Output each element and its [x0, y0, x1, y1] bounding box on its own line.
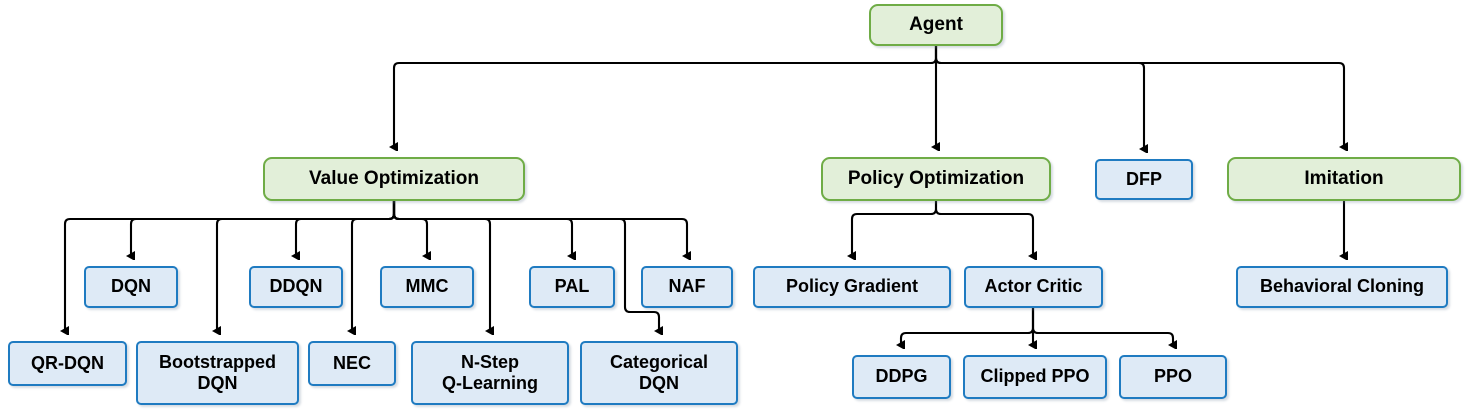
- node-policy-optimization[interactable]: Policy Optimization: [821, 157, 1051, 201]
- node-label-categorical-dqn: Categorical DQN: [609, 351, 709, 393]
- node-label-behavioral-cloning: Behavioral Cloning: [1259, 276, 1425, 297]
- node-imitation[interactable]: Imitation: [1227, 157, 1461, 201]
- edge-policy-optimization-actor-critic: [934, 201, 1033, 256]
- node-label-ddqn: DDQN: [269, 276, 323, 297]
- edge-value-optimization-mmc: [392, 201, 427, 256]
- node-label-naf: NAF: [668, 276, 706, 297]
- edge-value-optimization-ddqn: [296, 201, 396, 256]
- node-label-dqn: DQN: [111, 276, 151, 297]
- edge-agent-imitation: [934, 46, 1344, 147]
- edge-value-optimization-dqn: [131, 201, 396, 256]
- node-label-actor-critic: Actor Critic: [984, 276, 1083, 297]
- edge-actor-critic-ppo: [1031, 308, 1173, 345]
- node-dqn[interactable]: DQN: [84, 266, 178, 308]
- edge-actor-critic-ddpg: [901, 308, 1035, 345]
- node-label-ppo: PPO: [1153, 366, 1192, 387]
- node-bootstrapped-dqn[interactable]: Bootstrapped DQN: [136, 341, 299, 405]
- node-label-policy-gradient: Policy Gradient: [785, 276, 919, 297]
- node-mmc[interactable]: MMC: [380, 266, 474, 308]
- node-label-nec: NEC: [332, 352, 371, 373]
- node-label-pal: PAL: [554, 276, 590, 297]
- node-nec[interactable]: NEC: [308, 341, 396, 386]
- node-categorical-dqn[interactable]: Categorical DQN: [580, 341, 738, 405]
- node-label-imitation: Imitation: [1304, 167, 1384, 189]
- node-naf[interactable]: NAF: [641, 266, 733, 308]
- node-policy-gradient[interactable]: Policy Gradient: [753, 266, 951, 308]
- edge-value-optimization-pal: [392, 201, 572, 256]
- node-ddpg[interactable]: DDPG: [852, 355, 951, 399]
- node-actor-critic[interactable]: Actor Critic: [964, 266, 1103, 308]
- node-agent[interactable]: Agent: [869, 4, 1003, 46]
- edge-agent-value-optimization: [394, 46, 938, 147]
- edge-policy-optimization-policy-gradient: [852, 201, 938, 256]
- node-dfp[interactable]: DFP: [1095, 159, 1193, 200]
- node-label-clipped-ppo: Clipped PPO: [980, 366, 1090, 387]
- node-value-optimization[interactable]: Value Optimization: [263, 157, 525, 201]
- node-label-n-step-q-learning: N-Step Q-Learning: [441, 351, 538, 393]
- node-label-dfp: DFP: [1126, 168, 1162, 189]
- node-ppo[interactable]: PPO: [1119, 355, 1227, 399]
- edge-value-optimization-naf: [392, 201, 687, 256]
- node-label-policy-optimization: Policy Optimization: [847, 167, 1025, 189]
- node-label-qr-dqn: QR-DQN: [31, 352, 104, 373]
- edge-agent-dfp: [934, 46, 1144, 149]
- node-n-step-q-learning[interactable]: N-Step Q-Learning: [411, 341, 569, 405]
- node-behavioral-cloning[interactable]: Behavioral Cloning: [1236, 266, 1448, 308]
- node-label-mmc: MMC: [405, 276, 449, 297]
- node-label-bootstrapped-dqn: Bootstrapped DQN: [159, 351, 276, 393]
- node-ddqn[interactable]: DDQN: [249, 266, 343, 308]
- node-label-value-optimization: Value Optimization: [309, 167, 479, 189]
- node-clipped-ppo[interactable]: Clipped PPO: [963, 355, 1107, 399]
- node-pal[interactable]: PAL: [529, 266, 615, 308]
- node-label-ddpg: DDPG: [875, 366, 928, 387]
- node-qr-dqn[interactable]: QR-DQN: [8, 341, 127, 386]
- node-label-agent: Agent: [909, 13, 963, 35]
